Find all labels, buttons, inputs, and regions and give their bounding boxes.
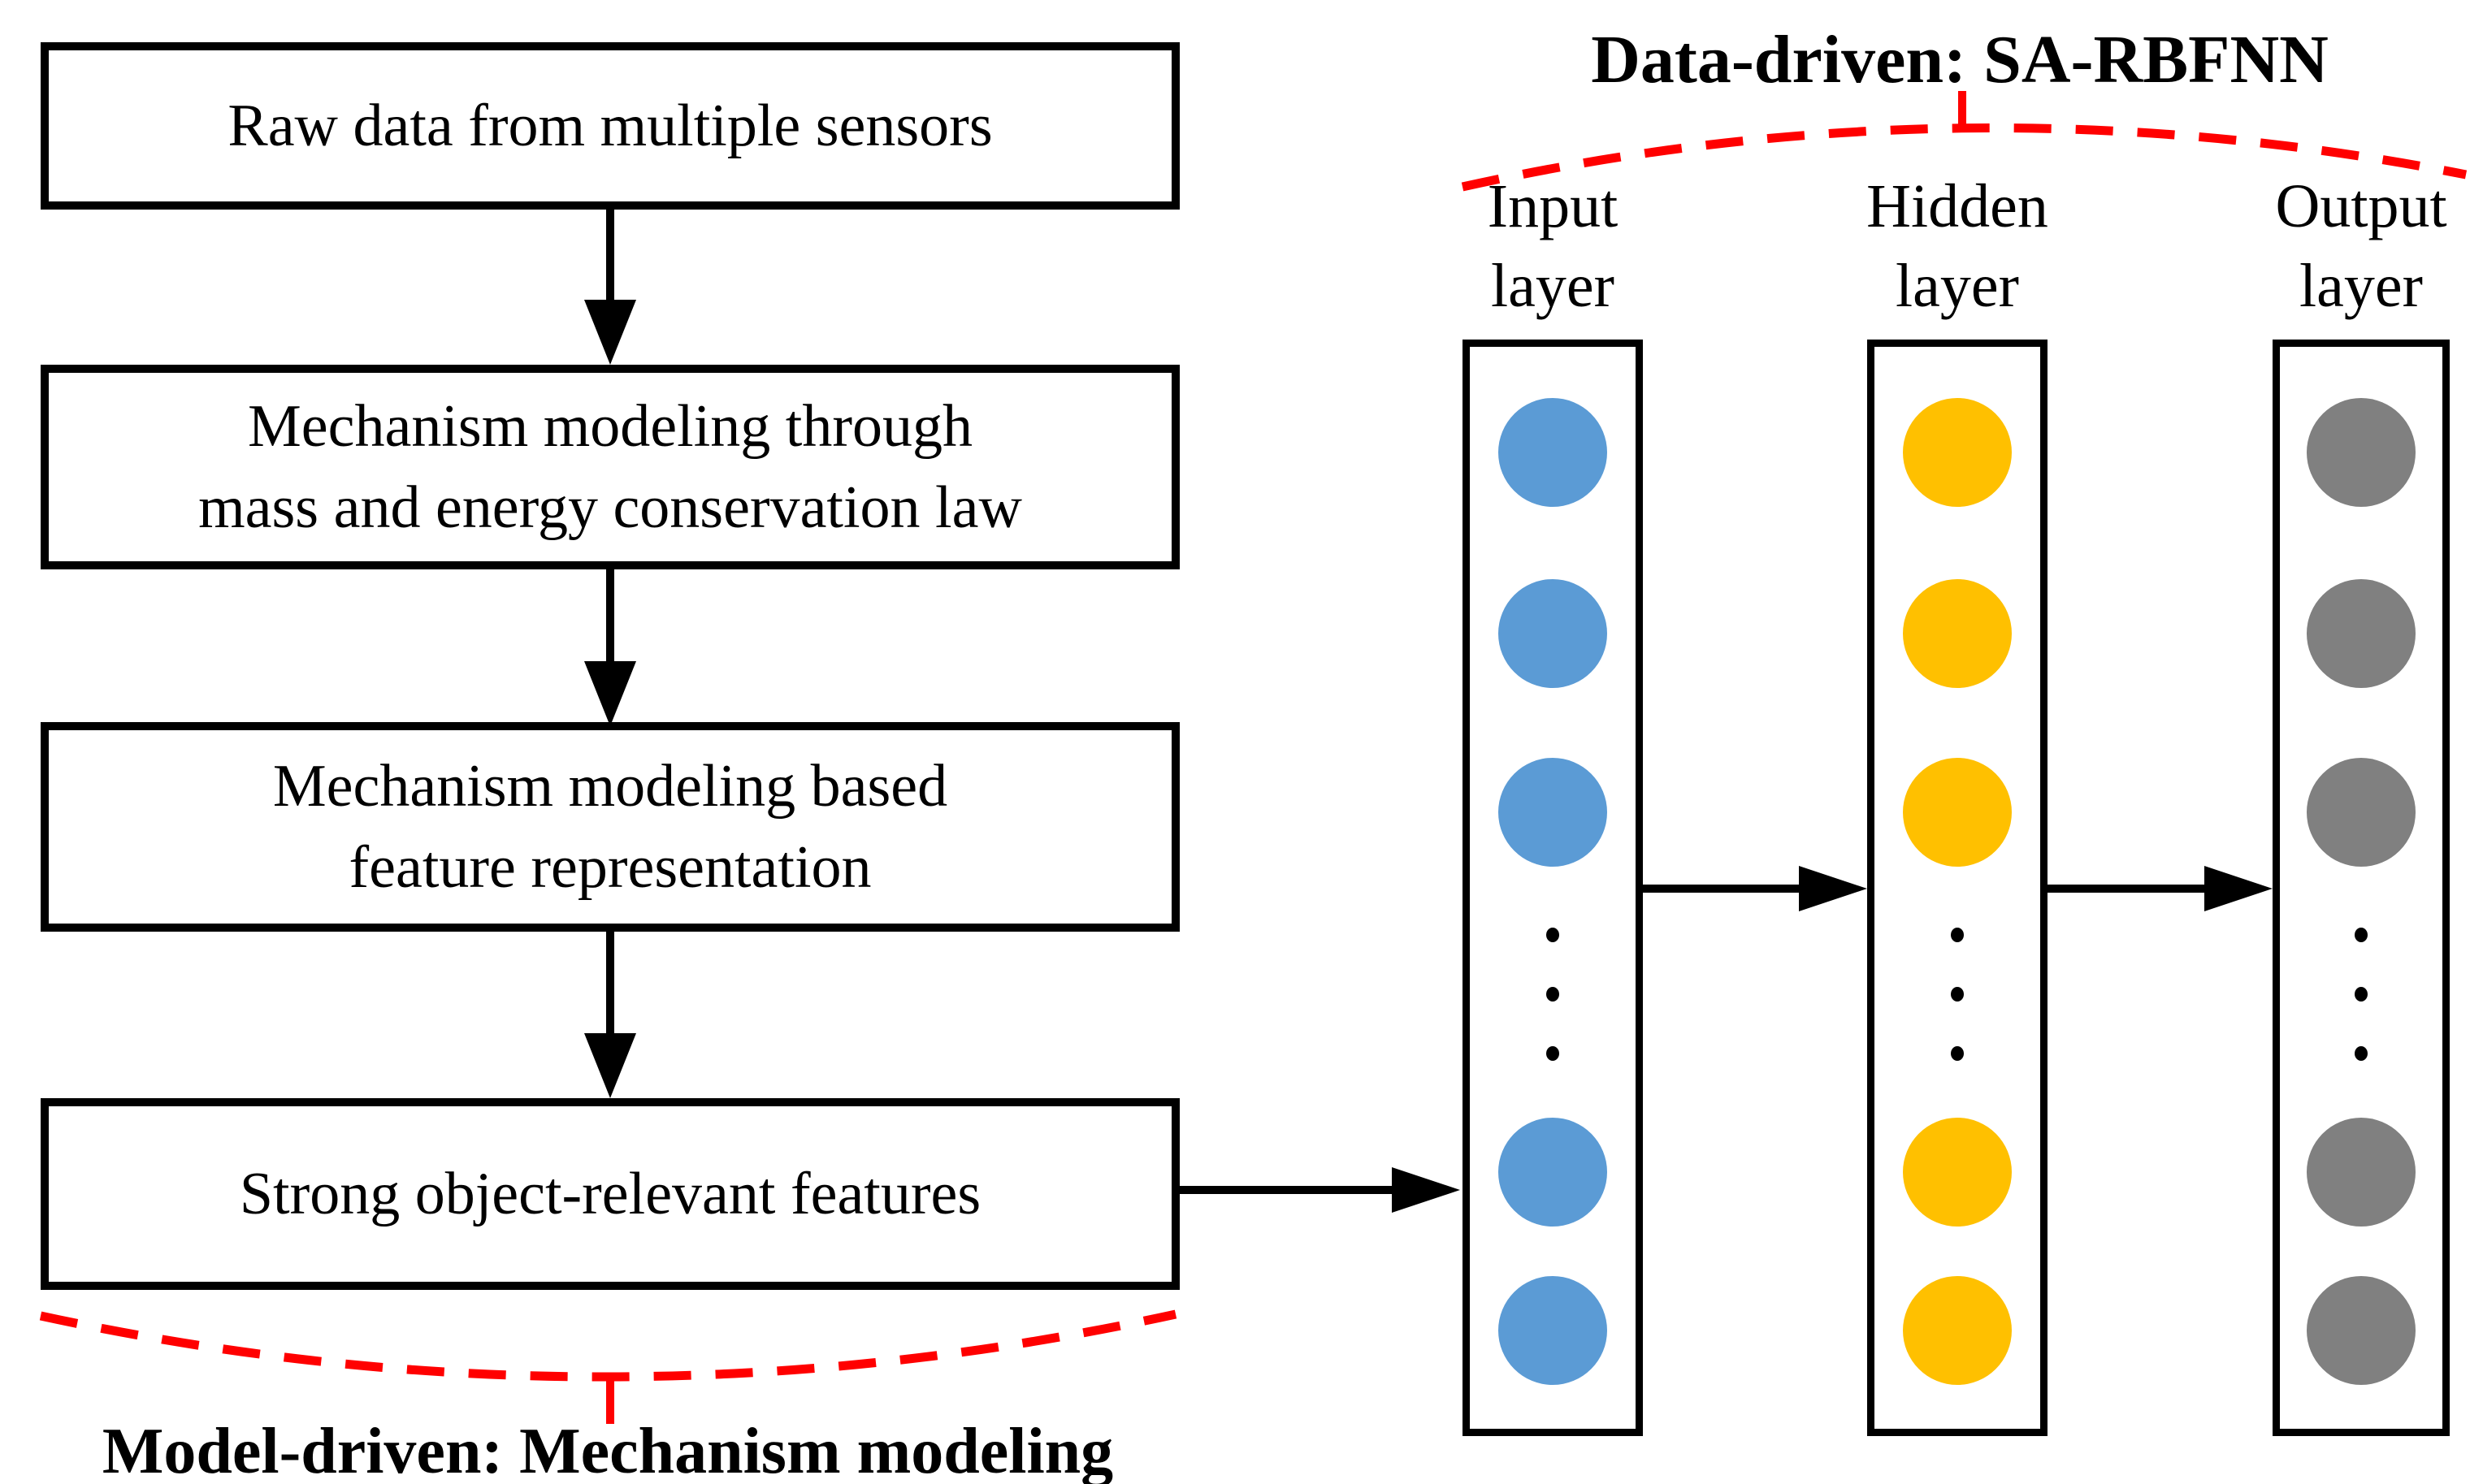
- flow-box-feature-representation-line2: feature representation: [349, 834, 872, 901]
- arrow-features-to-input-shaft: [1180, 1186, 1395, 1194]
- flow-box-raw-data: Raw data from multiple sensors: [41, 42, 1180, 210]
- flow-box-feature-representation: Mechanism modeling based feature represe…: [41, 722, 1180, 932]
- flow-box-strong-features-text: Strong object-relevant features: [239, 1161, 982, 1227]
- hidden-ellipsis-dot-1: [1951, 928, 1964, 942]
- data-driven-caption: Data-driven: SA-RBFNN: [1591, 22, 2329, 97]
- arrow-box3-box4-shaft: [606, 932, 614, 1033]
- arrow-input-to-hidden-head-icon: [1799, 866, 1867, 911]
- hidden-layer-label-line1: Hidden: [1866, 172, 2048, 240]
- hidden-node-4: [1903, 1118, 2012, 1227]
- flow-box-raw-data-text: Raw data from multiple sensors: [228, 93, 993, 159]
- output-ellipsis-dot-1: [2355, 928, 2368, 942]
- output-layer-label-line1: Output: [2275, 172, 2447, 240]
- arrow-box3-box4-head-icon: [584, 1033, 636, 1098]
- output-layer-label: Output layer: [2158, 167, 2483, 326]
- output-node-3: [2307, 758, 2416, 867]
- hidden-ellipsis-dot-2: [1951, 987, 1964, 1002]
- input-layer-label-line2: layer: [1491, 252, 1614, 320]
- arrow-box1-box2-head-icon: [584, 300, 636, 365]
- hidden-node-5: [1903, 1276, 2012, 1385]
- input-layer-label-line1: Input: [1487, 172, 1618, 240]
- output-node-4: [2307, 1118, 2416, 1227]
- input-node-1: [1498, 398, 1607, 507]
- arrow-box2-box3-shaft: [606, 569, 614, 661]
- input-node-5: [1498, 1276, 1607, 1385]
- input-ellipsis-dot-1: [1546, 928, 1559, 942]
- arrow-hidden-to-output-shaft: [2048, 885, 2208, 893]
- arrow-box1-box2-shaft: [606, 210, 614, 300]
- input-node-2: [1498, 579, 1607, 688]
- model-driven-caption: Model-driven: Mechanism modeling: [102, 1416, 1114, 1484]
- input-ellipsis-dot-3: [1546, 1046, 1559, 1061]
- arrow-box2-box3-head-icon: [584, 661, 636, 726]
- flow-box-feature-representation-line1: Mechanism modeling based: [272, 753, 948, 820]
- flow-box-mechanism-modeling-line2: mass and energy conservation law: [198, 474, 1022, 541]
- flow-box-mechanism-modeling: Mechanism modeling through mass and ener…: [41, 365, 1180, 569]
- output-node-5: [2307, 1276, 2416, 1385]
- arrow-input-to-hidden-shaft: [1643, 885, 1802, 893]
- output-node-2: [2307, 579, 2416, 688]
- input-node-3: [1498, 758, 1607, 867]
- output-node-1: [2307, 398, 2416, 507]
- arrow-hidden-to-output-head-icon: [2204, 866, 2273, 911]
- hidden-layer-rect: [1867, 340, 2048, 1436]
- hidden-node-3: [1903, 758, 2012, 867]
- arrow-features-to-input-head-icon: [1392, 1167, 1460, 1213]
- output-ellipsis-dot-3: [2355, 1046, 2368, 1061]
- hidden-node-1: [1903, 398, 2012, 507]
- flow-box-strong-features: Strong object-relevant features: [41, 1098, 1180, 1290]
- flow-box-mechanism-modeling-line1: Mechanism modeling through: [248, 393, 973, 460]
- output-layer-rect: [2273, 340, 2450, 1436]
- hidden-layer-label: Hidden layer: [1754, 167, 2160, 326]
- output-layer-label-line2: layer: [2299, 252, 2423, 320]
- hidden-ellipsis-dot-3: [1951, 1046, 1964, 1061]
- hidden-layer-label-line2: layer: [1896, 252, 2019, 320]
- model-driven-brace: [39, 1309, 1177, 1382]
- output-ellipsis-dot-2: [2355, 987, 2368, 1002]
- data-driven-brace: [1461, 123, 2468, 192]
- input-layer-label: Input layer: [1350, 167, 1756, 326]
- input-layer-rect: [1462, 340, 1643, 1436]
- input-node-4: [1498, 1118, 1607, 1227]
- hidden-node-2: [1903, 579, 2012, 688]
- data-driven-brace-tick: [1958, 91, 1966, 130]
- input-ellipsis-dot-2: [1546, 987, 1559, 1002]
- model-driven-brace-tick: [606, 1379, 614, 1424]
